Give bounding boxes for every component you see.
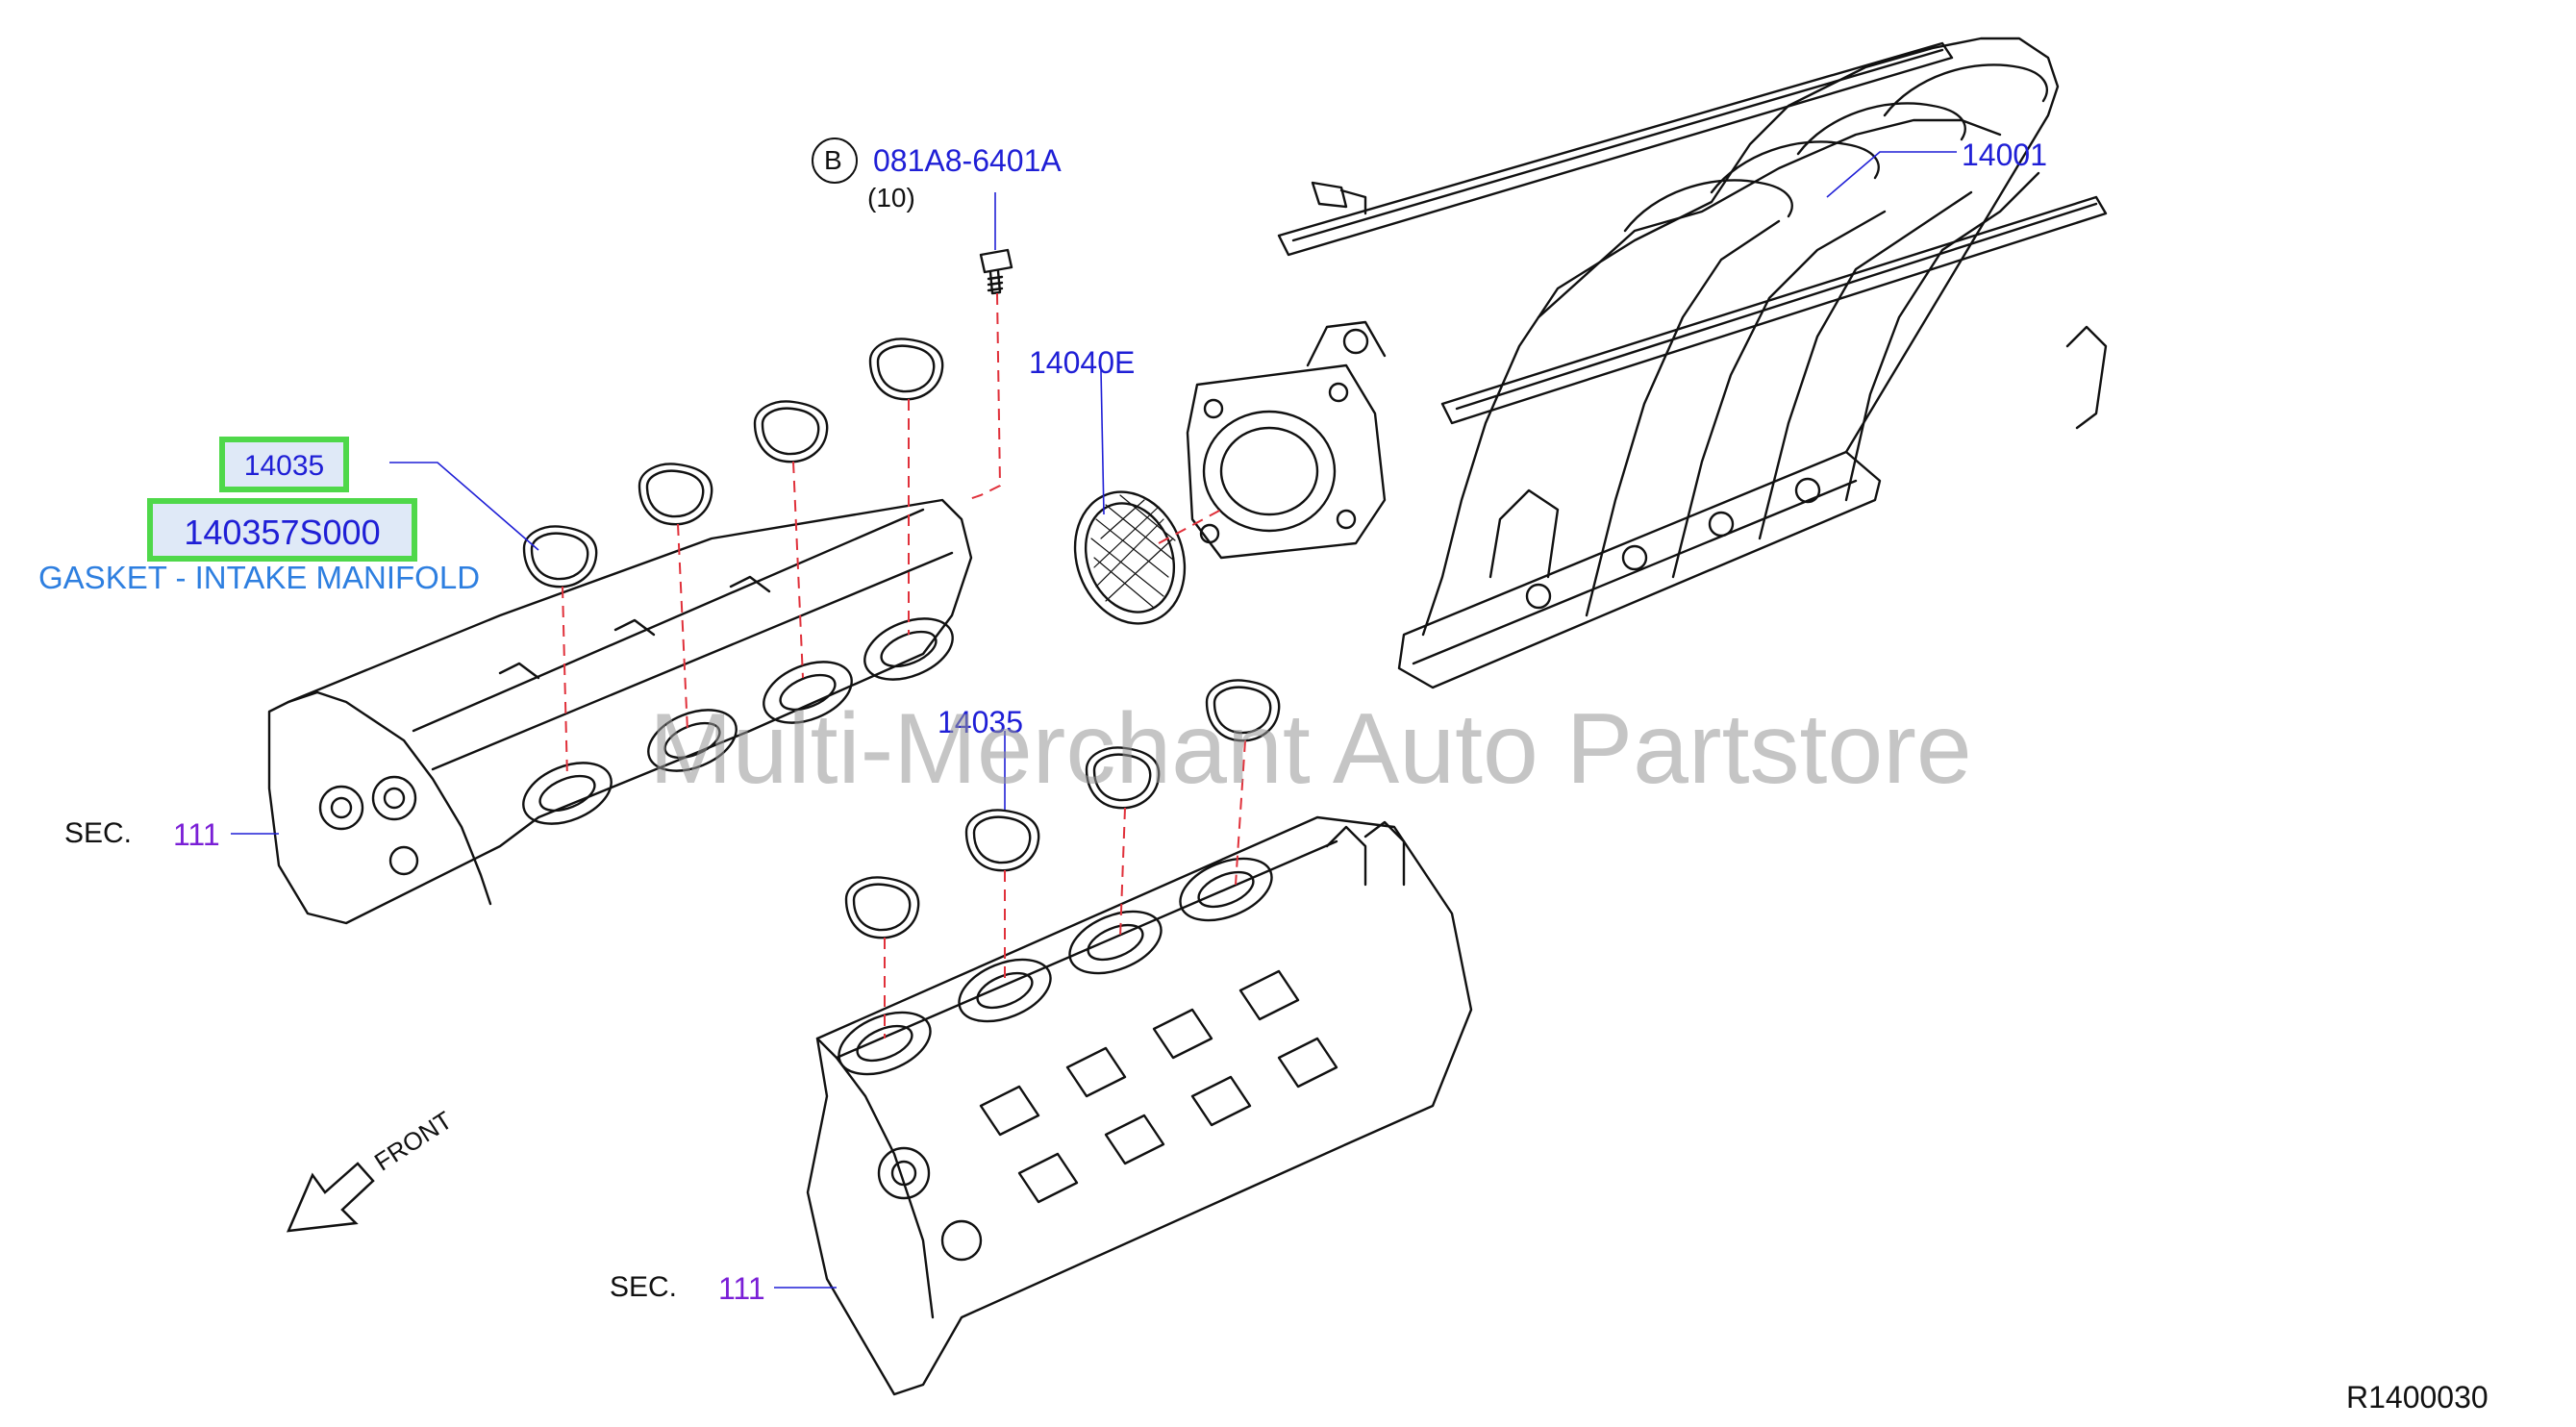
alignment-lines — [562, 292, 1246, 1039]
section-lower-label: SEC. — [610, 1271, 678, 1303]
leader-lines — [231, 151, 1957, 1289]
lower-gasket-callout[interactable]: 14035 — [938, 705, 1023, 739]
highlighted-part-code[interactable]: 14035 — [219, 437, 349, 492]
bolt-marker-letter: B — [824, 145, 842, 175]
section-upper-label: SEC. — [64, 817, 133, 849]
part-description: GASKET - INTAKE MANIFOLD — [38, 560, 481, 595]
throttle-body-gasket-drawing — [1073, 490, 1187, 625]
lower-gaskets-drawing — [844, 679, 1281, 939]
bolt-part-callout[interactable]: 081A8-6401A — [873, 143, 1062, 178]
bolt-quantity: (10) — [867, 183, 915, 213]
intake-manifold-drawing — [1186, 37, 2108, 689]
section-upper-link[interactable]: 111 — [173, 817, 220, 852]
intake-manifold-callout[interactable]: 14001 — [1962, 138, 2047, 172]
throttle-gasket-callout[interactable]: 14040E — [1029, 345, 1136, 380]
bolt-marker-circle — [812, 138, 858, 184]
upper-gaskets-drawing — [522, 338, 944, 588]
front-arrow-icon — [286, 1162, 375, 1233]
watermark: Multi-Merchant Auto Partstore — [649, 693, 1972, 805]
section-lower-link[interactable]: 111 — [718, 1271, 765, 1306]
upper-cylinder-head-drawing — [267, 498, 973, 925]
lower-cylinder-head-drawing — [806, 815, 1473, 1396]
highlighted-part-number[interactable]: 140357S000 — [147, 498, 417, 562]
diagram-code: R1400030 — [2346, 1380, 2488, 1414]
bolt-drawing — [979, 248, 1013, 295]
